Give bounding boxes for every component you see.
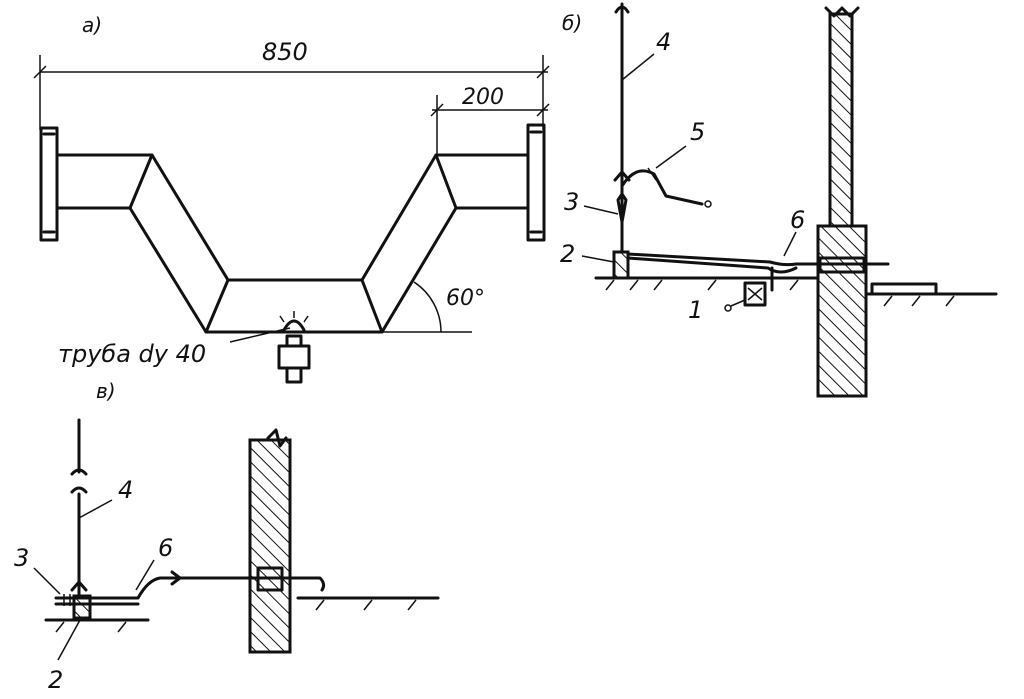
panel-a-label: а) bbox=[82, 13, 102, 37]
callout-label: 2 bbox=[560, 240, 575, 268]
angle-60-mark bbox=[382, 281, 472, 333]
valve-1 bbox=[724, 281, 767, 312]
panel-b: б) bbox=[560, 2, 998, 398]
callout-label: 3 bbox=[14, 544, 29, 572]
panel-a: а) 850 200 bbox=[33, 13, 550, 384]
wall-c bbox=[248, 428, 292, 654]
ground-line-c bbox=[44, 596, 440, 633]
callout-3-b: 3 bbox=[564, 188, 619, 216]
u-compensator-pipe bbox=[55, 153, 530, 334]
panel-c: в) bbox=[14, 379, 440, 694]
dimension-850 bbox=[33, 55, 550, 130]
pipe-note-label: труба dу 40 bbox=[58, 340, 206, 368]
horizontal-pipe bbox=[626, 252, 890, 292]
support-2-c bbox=[72, 594, 92, 620]
drain-fitting bbox=[277, 311, 311, 384]
callout-2-b: 2 bbox=[560, 240, 615, 268]
panel-c-label: в) bbox=[96, 379, 116, 403]
callout-label: 6 bbox=[790, 206, 805, 234]
pipe-note-leader bbox=[229, 327, 291, 343]
angle-60-label: 60° bbox=[446, 286, 485, 311]
callout-label: 4 bbox=[118, 476, 133, 504]
callout-label: 4 bbox=[656, 28, 671, 56]
callout-5-b: 5 bbox=[655, 118, 705, 169]
callout-label: 6 bbox=[158, 534, 173, 562]
horizontal-pipe-c bbox=[54, 570, 326, 606]
left-flange bbox=[39, 126, 59, 242]
callout-2-c: 2 bbox=[48, 619, 81, 694]
callout-4-c: 4 bbox=[78, 476, 133, 519]
right-flange bbox=[526, 123, 546, 242]
callout-label: 1 bbox=[688, 296, 703, 324]
dimension-200 bbox=[430, 95, 550, 155]
panel-b-label: б) bbox=[562, 11, 582, 35]
wall-b bbox=[816, 6, 868, 398]
callout-4-b: 4 bbox=[621, 28, 671, 81]
callout-1-b: 1 bbox=[688, 296, 703, 324]
callout-label: 3 bbox=[564, 188, 579, 216]
branch-pipe bbox=[620, 167, 712, 208]
ground-line-b bbox=[594, 276, 998, 307]
callout-label: 2 bbox=[48, 666, 63, 694]
callout-6-b: 6 bbox=[783, 206, 805, 257]
dimension-200-label: 200 bbox=[462, 85, 504, 110]
callout-3-c: 3 bbox=[14, 544, 61, 595]
callout-label: 5 bbox=[690, 118, 705, 146]
callout-6-c: 6 bbox=[135, 534, 173, 591]
riser-pipe-c bbox=[70, 418, 88, 598]
dimension-850-label: 850 bbox=[262, 38, 308, 66]
support-2 bbox=[612, 250, 630, 280]
riser-pipe bbox=[613, 2, 631, 254]
